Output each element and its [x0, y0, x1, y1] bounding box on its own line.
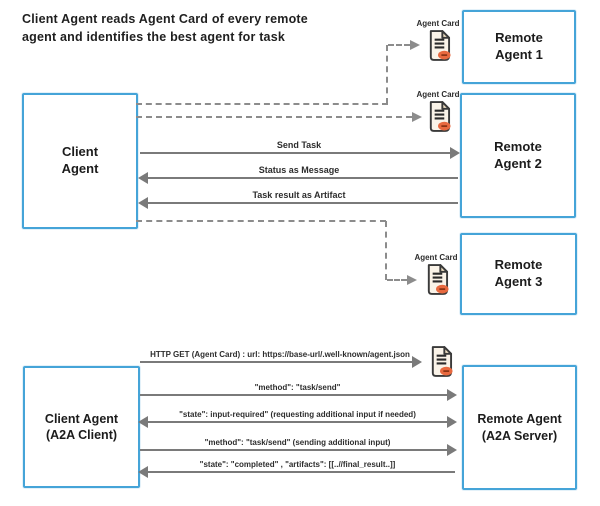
message-state-completed: "state": "completed" , "artifacts": [[..…	[138, 457, 455, 478]
dashed-connector-2	[136, 116, 412, 118]
arrow-left-icon	[138, 172, 148, 184]
arrow-left-icon	[138, 197, 148, 209]
diagram-title: Client Agent reads Agent Card of every r…	[22, 12, 308, 44]
message-status-as-message: Status as Message	[138, 163, 458, 184]
dashed-connector-3	[136, 220, 386, 222]
remote-agent-2-box: Remote Agent 2	[460, 93, 576, 218]
a2a-server-box: Remote Agent (A2A Server)	[462, 365, 577, 490]
arrow-left-icon	[138, 466, 148, 478]
dashed-arrowhead-icon	[410, 40, 420, 50]
remote-agent-1-box: Remote Agent 1	[462, 10, 576, 84]
message-method-task-send: "method": "task/send"	[140, 380, 457, 401]
agent-card-3-label: Agent Card	[414, 253, 458, 262]
agent-card-1-label: Agent Card	[416, 19, 460, 28]
dashed-connector-1	[386, 45, 388, 104]
message-method-task-send-additional: "method": "task/send" (sending additiona…	[140, 435, 457, 456]
message-task-result: Task result as Artifact	[138, 188, 458, 209]
message-label: Send Task	[276, 140, 322, 150]
arrow-right-icon	[447, 416, 457, 428]
arrow-line	[140, 152, 458, 154]
arrow-line	[140, 421, 455, 423]
arrow-left-icon	[138, 416, 148, 428]
agent-card-2-label: Agent Card	[416, 90, 460, 99]
arrow-line	[140, 394, 455, 396]
dashed-arrowhead-icon	[407, 275, 417, 285]
arrow-line	[140, 177, 458, 179]
arrow-line	[140, 361, 420, 363]
message-http-get-agent-card: HTTP GET (Agent Card) : url: https://bas…	[140, 347, 422, 368]
dashed-connector-3	[387, 279, 407, 281]
client-agent-box: Client Agent	[22, 93, 138, 229]
arrow-right-icon	[447, 389, 457, 401]
dashed-arrowhead-icon	[412, 112, 422, 122]
message-state-input-required: "state": input-required" (requesting add…	[138, 407, 457, 428]
agent-card-icon	[428, 346, 453, 377]
arrow-right-icon	[447, 444, 457, 456]
arrow-line	[140, 471, 455, 473]
message-label: Task result as Artifact	[252, 190, 346, 200]
message-label: "state": "completed" , "artifacts": [[..…	[199, 460, 396, 469]
message-label: "method": "task/send" (sending additiona…	[204, 438, 391, 447]
message-label: "method": "task/send"	[254, 383, 341, 392]
agent-card-icon	[426, 101, 451, 132]
a2a-client-box: Client Agent (A2A Client)	[23, 366, 140, 488]
agent-card-icon	[424, 264, 449, 295]
dashed-connector-3	[385, 221, 387, 280]
message-send-task: Send Task	[140, 138, 460, 159]
message-label: Status as Message	[258, 165, 340, 175]
arrow-line	[140, 202, 458, 204]
arrow-line	[140, 449, 455, 451]
arrow-right-icon	[450, 147, 460, 159]
message-label: "state": input-required" (requesting add…	[179, 410, 416, 419]
arrow-right-icon	[412, 356, 422, 368]
message-label: HTTP GET (Agent Card) : url: https://bas…	[150, 350, 410, 359]
remote-agent-3-box: Remote Agent 3	[460, 233, 577, 315]
dashed-connector-1	[136, 103, 388, 105]
dashed-connector-1	[388, 44, 410, 46]
agent-card-icon	[426, 30, 451, 61]
